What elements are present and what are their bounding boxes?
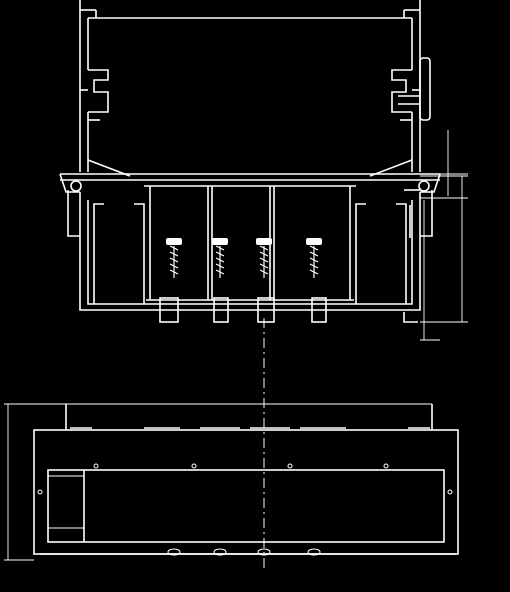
screw-2 — [212, 238, 228, 278]
screw-4 — [306, 238, 322, 278]
upper-housing — [79, 0, 431, 172]
screws — [166, 238, 322, 278]
mounting-holes-top — [93, 463, 389, 469]
terminal-posts — [159, 297, 327, 323]
lower-box — [67, 185, 433, 323]
side-holes — [37, 489, 453, 495]
top-strip — [65, 403, 433, 430]
mounting-holes-bottom — [40, 548, 456, 556]
plan-view — [4, 403, 459, 561]
screw-1 — [166, 238, 182, 278]
inner-opening — [47, 469, 445, 543]
section-view — [59, 0, 468, 341]
screw-3 — [256, 238, 272, 278]
outer-plate — [33, 429, 459, 555]
section-dimension-lines — [420, 130, 468, 341]
lid-flange — [59, 159, 441, 193]
plan-dimension-lines — [4, 403, 66, 561]
